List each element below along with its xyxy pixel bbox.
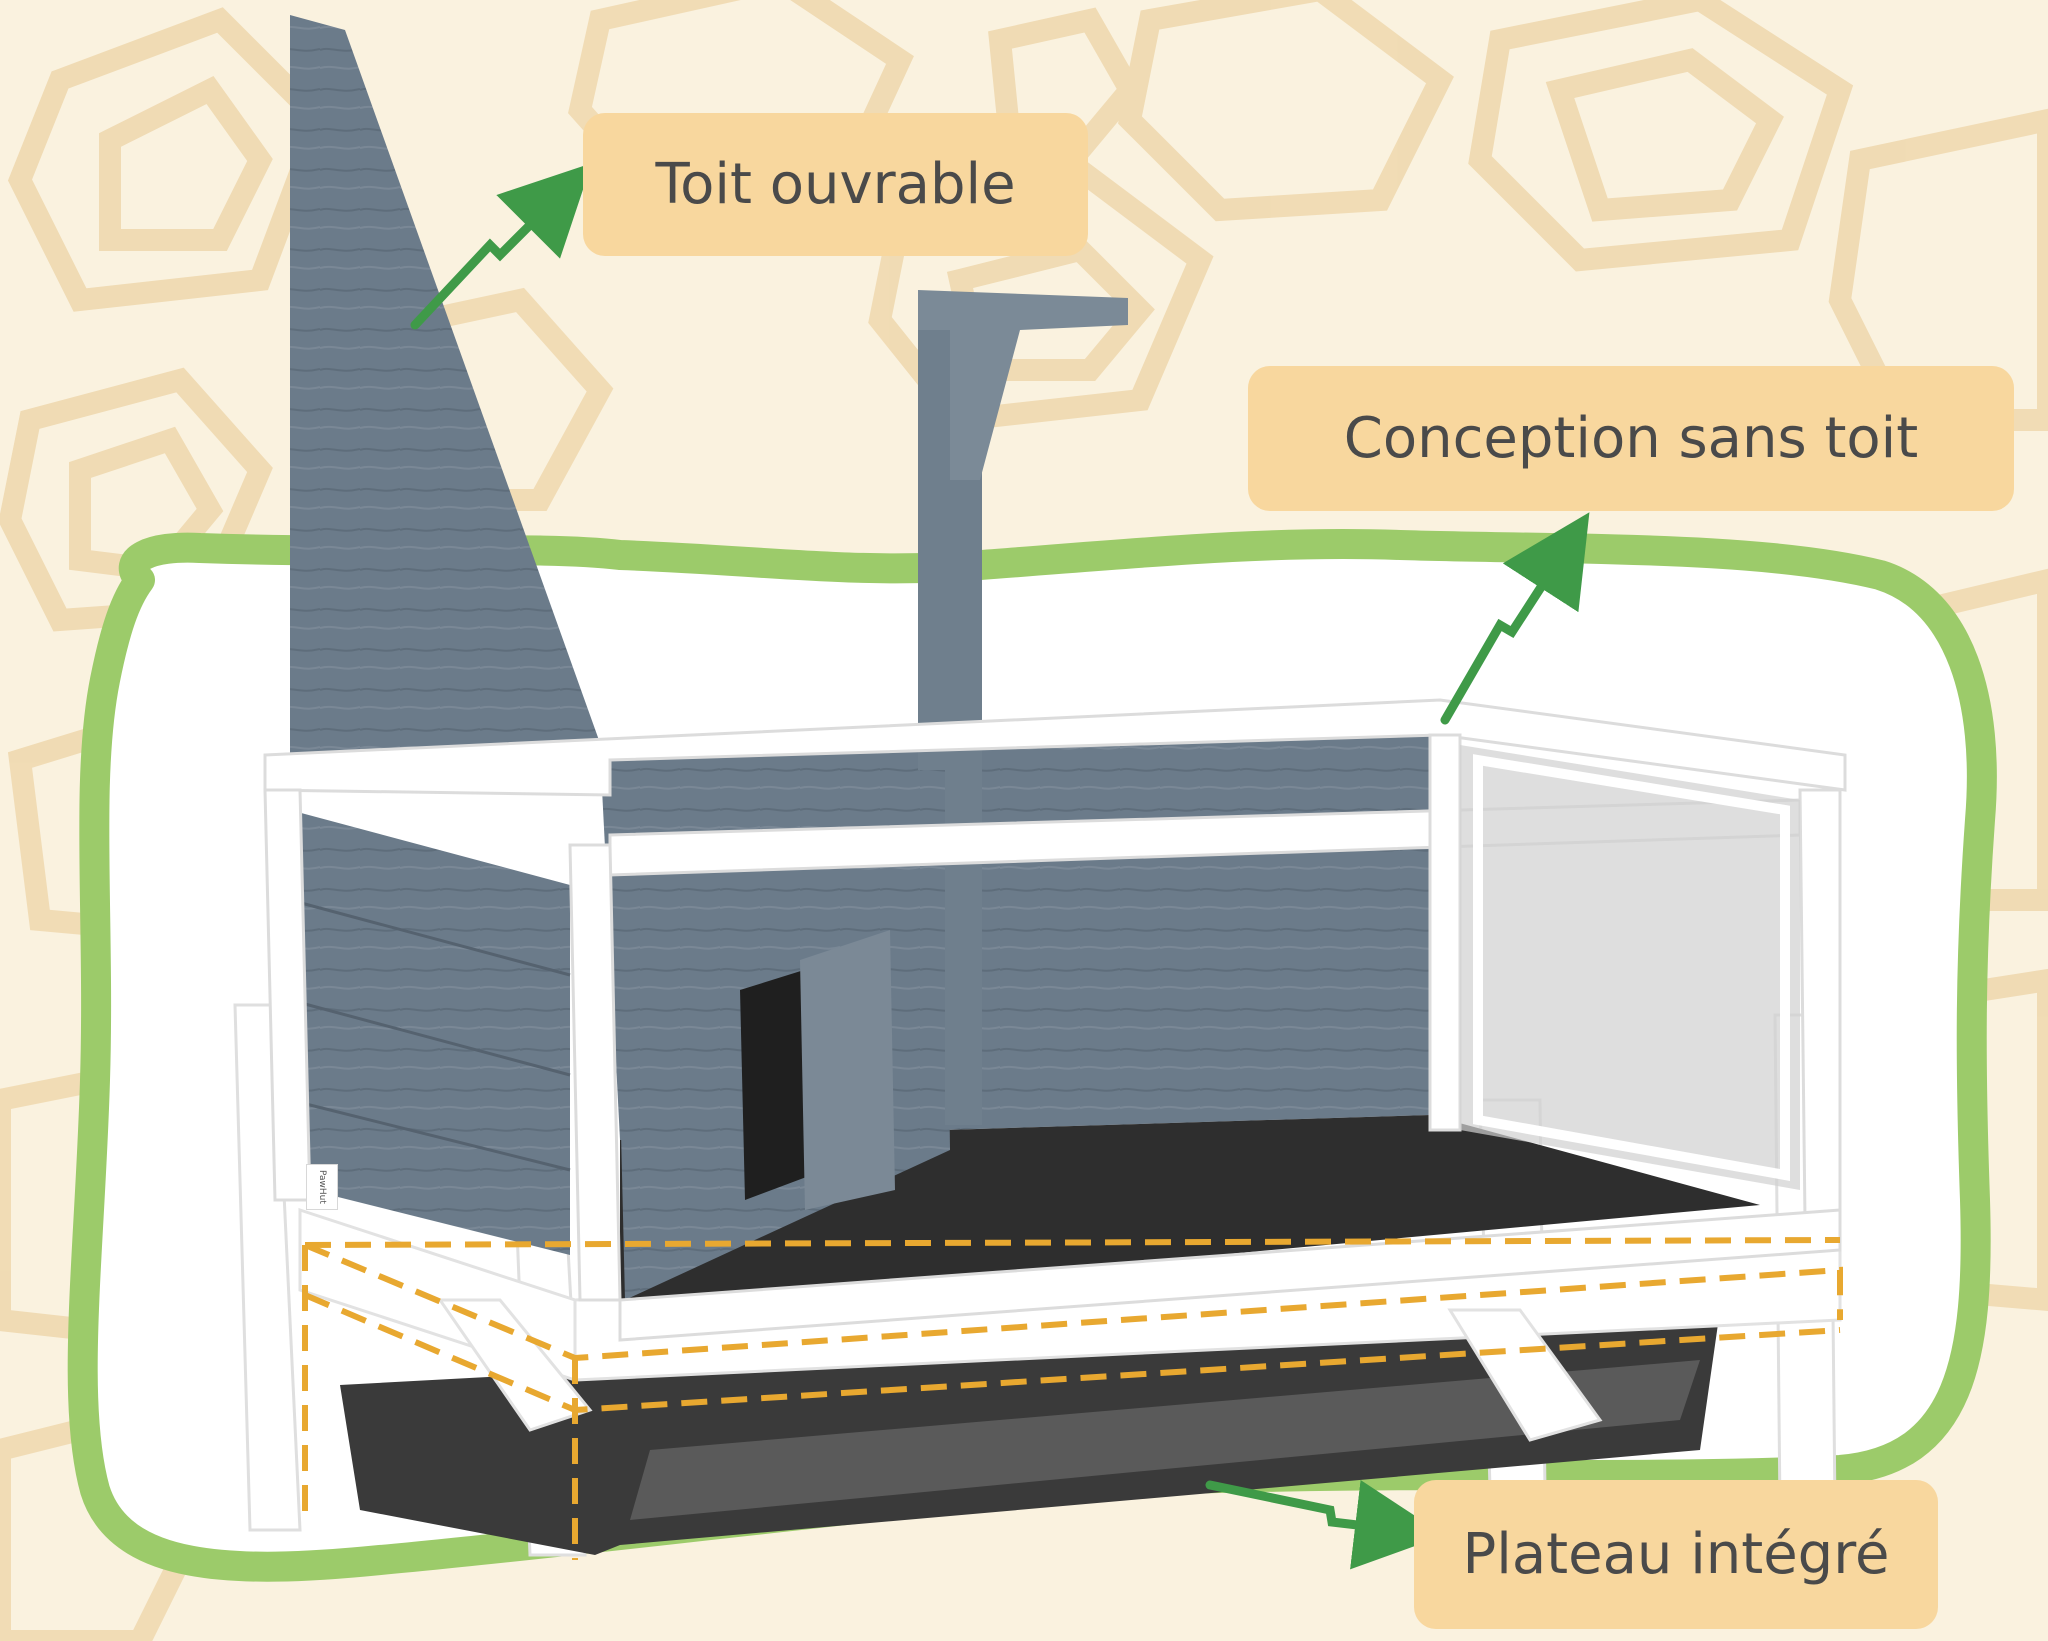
door-flap [800,930,895,1210]
arrow-tray-icon [1205,1480,1445,1570]
tray-highlight-dashes [302,1237,1843,1560]
left-wall [290,810,570,1255]
acrylic-inner-frame [1473,754,1790,1181]
callout-roofless-design: Conception sans toit [1248,366,2014,511]
acrylic-side-panel [1460,745,1800,1190]
callout-integrated-tray: Plateau intégré [1414,1480,1938,1629]
arrow-roof-icon [410,163,592,330]
callout-arrows [410,163,1590,1570]
left-wall-planks [289,898,571,1172]
post-bracket [918,290,1128,480]
arrow-open-icon [1440,512,1590,725]
callout-roof-openable: Toit ouvrable [583,113,1088,256]
opened-roof-panel [290,15,615,785]
center-post [918,295,982,1125]
brand-logo: PawHut [306,1164,338,1210]
base-frame [298,1207,1842,1442]
